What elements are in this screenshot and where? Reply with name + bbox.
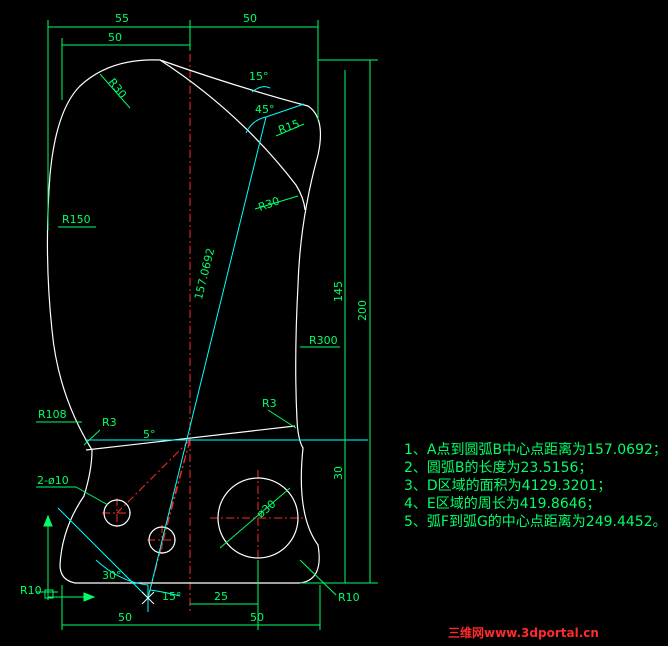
dim-r30-mid: R30 [257,194,282,214]
arc-45 [245,116,267,134]
dim-bottom-50-left: 50 [118,611,132,624]
dim-200: 200 [356,300,369,321]
arc-30 [95,559,149,586]
dimension-lines [36,20,378,630]
leader-r3-left [83,429,101,446]
note-5: 5、弧F到弧G的中心点距离为249.4452。 [404,513,667,530]
dim-r3-left: R3 [102,416,117,429]
note-4: 4、E区域的周长为419.8646； [404,496,601,512]
dim-30: 30 [332,466,345,480]
dim-diagonal: 157.0692 [192,247,217,301]
small-hole-1 [103,499,131,527]
dim-top-50-left: 50 [108,31,122,44]
construction-line-c [147,439,191,599]
arc-15-top [251,86,271,93]
ucs-y-arrow [43,514,53,527]
note-2: 2、圆弧B的长度为23.5156； [404,460,592,476]
leader-holes-tip [75,486,109,506]
dimension-texts: 55 50 50 R30 15° 45° R15 R30 R150 157.06… [20,12,369,624]
arc-15-bottom [149,589,181,597]
construction-line-a [116,439,191,514]
dim-r300: R300 [309,334,338,347]
inner-base-line [85,425,296,451]
leader-r15 [275,123,305,137]
dim-top-55: 55 [115,12,129,25]
watermark: 三维网www.3dportal.cn [448,625,599,640]
dim-r15: R15 [277,117,302,137]
outer-profile [46,59,321,584]
dim-r10-left: R10 [20,584,42,597]
dim-holes: 2-ø10 [37,474,69,487]
ucs-origin-box [44,589,54,599]
dim-145: 145 [332,281,345,302]
dim-top-50-right: 50 [243,12,257,25]
dim-r108: R108 [38,408,67,421]
construction-lines [55,86,368,612]
large-hole-d30 [217,477,299,559]
dim-angle-15-top: 15° [249,70,269,83]
center-lines [102,22,306,612]
dim-angle-45: 45° [255,103,275,116]
notes-block: 1、A点到圆弧B中心点距离为157.0692； 2、圆弧B的长度为23.5156… [404,441,667,530]
leader-d30 [219,487,291,549]
dim-angle-15-bottom: 15° [162,590,182,603]
dim-r10-right: R10 [338,591,360,604]
inner-arc-r30 [159,59,306,211]
dim-r150: R150 [62,213,91,226]
small-hole-2 [148,526,176,554]
ref-line-r15 [265,103,305,118]
ucs-x-arrow [83,592,96,602]
diagonal-157 [147,116,267,599]
dim-angle-5: 5° [143,428,156,441]
dim-angle-30: 30° [102,569,122,582]
note-3: 3、D区域的面积为4129.3201； [404,478,611,494]
dim-r3-right: R3 [262,397,277,410]
dim-bottom-50-right: 50 [250,611,264,624]
dim-25: 25 [214,590,228,603]
dim-r30-top: R30 [106,76,130,101]
part-outline [46,59,321,584]
leader-r3-right [267,409,297,429]
leader-r10-right [299,559,337,596]
note-1: 1、A点到圆弧B中心点距离为157.0692； [404,441,667,458]
leader-r30-top [99,73,131,109]
point-a-marker [141,591,155,605]
leader-r30-mid [254,195,299,210]
angle-30-line [57,507,149,599]
